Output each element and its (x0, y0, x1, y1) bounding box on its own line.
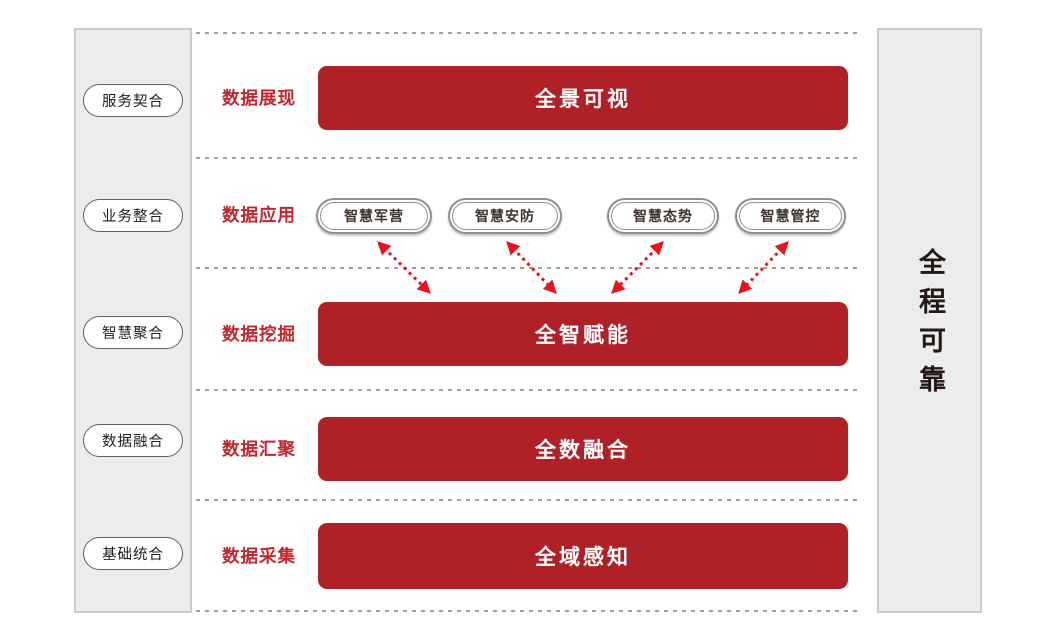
layer-label-data-convergence: 数据汇聚 (222, 439, 296, 459)
left-panel: 服务契合 业务整合 智慧聚合 数据融合 基础统合 (74, 28, 192, 613)
side-pill-business-integration: 业务整合 (83, 199, 183, 232)
right-panel-title: 全程可靠 (915, 247, 945, 404)
side-pill-data-fusion: 数据融合 (83, 424, 183, 457)
app-pill-label: 智慧态势 (611, 202, 715, 230)
bar-full-domain-sensing: 全域感知 (318, 523, 848, 589)
app-pill-label: 智慧管控 (739, 202, 842, 230)
side-pill-service-fit: 服务契合 (83, 84, 183, 117)
layer-label-data-application: 数据应用 (222, 205, 296, 225)
app-pill-smart-barracks: 智慧军营 (316, 198, 432, 234)
dotted-separator (196, 32, 862, 34)
dotted-separator (196, 267, 862, 269)
bar-full-intelligence-empowerment: 全智赋能 (318, 302, 848, 366)
layer-label-data-mining: 数据挖掘 (222, 324, 296, 344)
bar-panoramic-visibility: 全景可视 (318, 66, 848, 130)
right-panel: 全程可靠 (877, 28, 982, 613)
layer-label-data-display: 数据展现 (222, 88, 296, 108)
dotted-separator (196, 389, 862, 391)
side-pill-base-unification: 基础统合 (83, 537, 183, 570)
app-pill-label: 智慧军营 (320, 202, 428, 230)
bar-full-data-fusion: 全数融合 (318, 417, 848, 481)
dotted-separator (196, 157, 862, 159)
layer-label-data-collection: 数据采集 (222, 546, 296, 566)
app-pill-smart-situation: 智慧态势 (607, 198, 719, 234)
app-pill-smart-control: 智慧管控 (735, 198, 846, 234)
side-pill-smart-aggregation: 智慧聚合 (83, 316, 183, 349)
app-pill-label: 智慧安防 (452, 202, 558, 230)
dotted-separator (196, 610, 862, 612)
app-pill-smart-security: 智慧安防 (448, 198, 562, 234)
dotted-separator (196, 499, 862, 501)
